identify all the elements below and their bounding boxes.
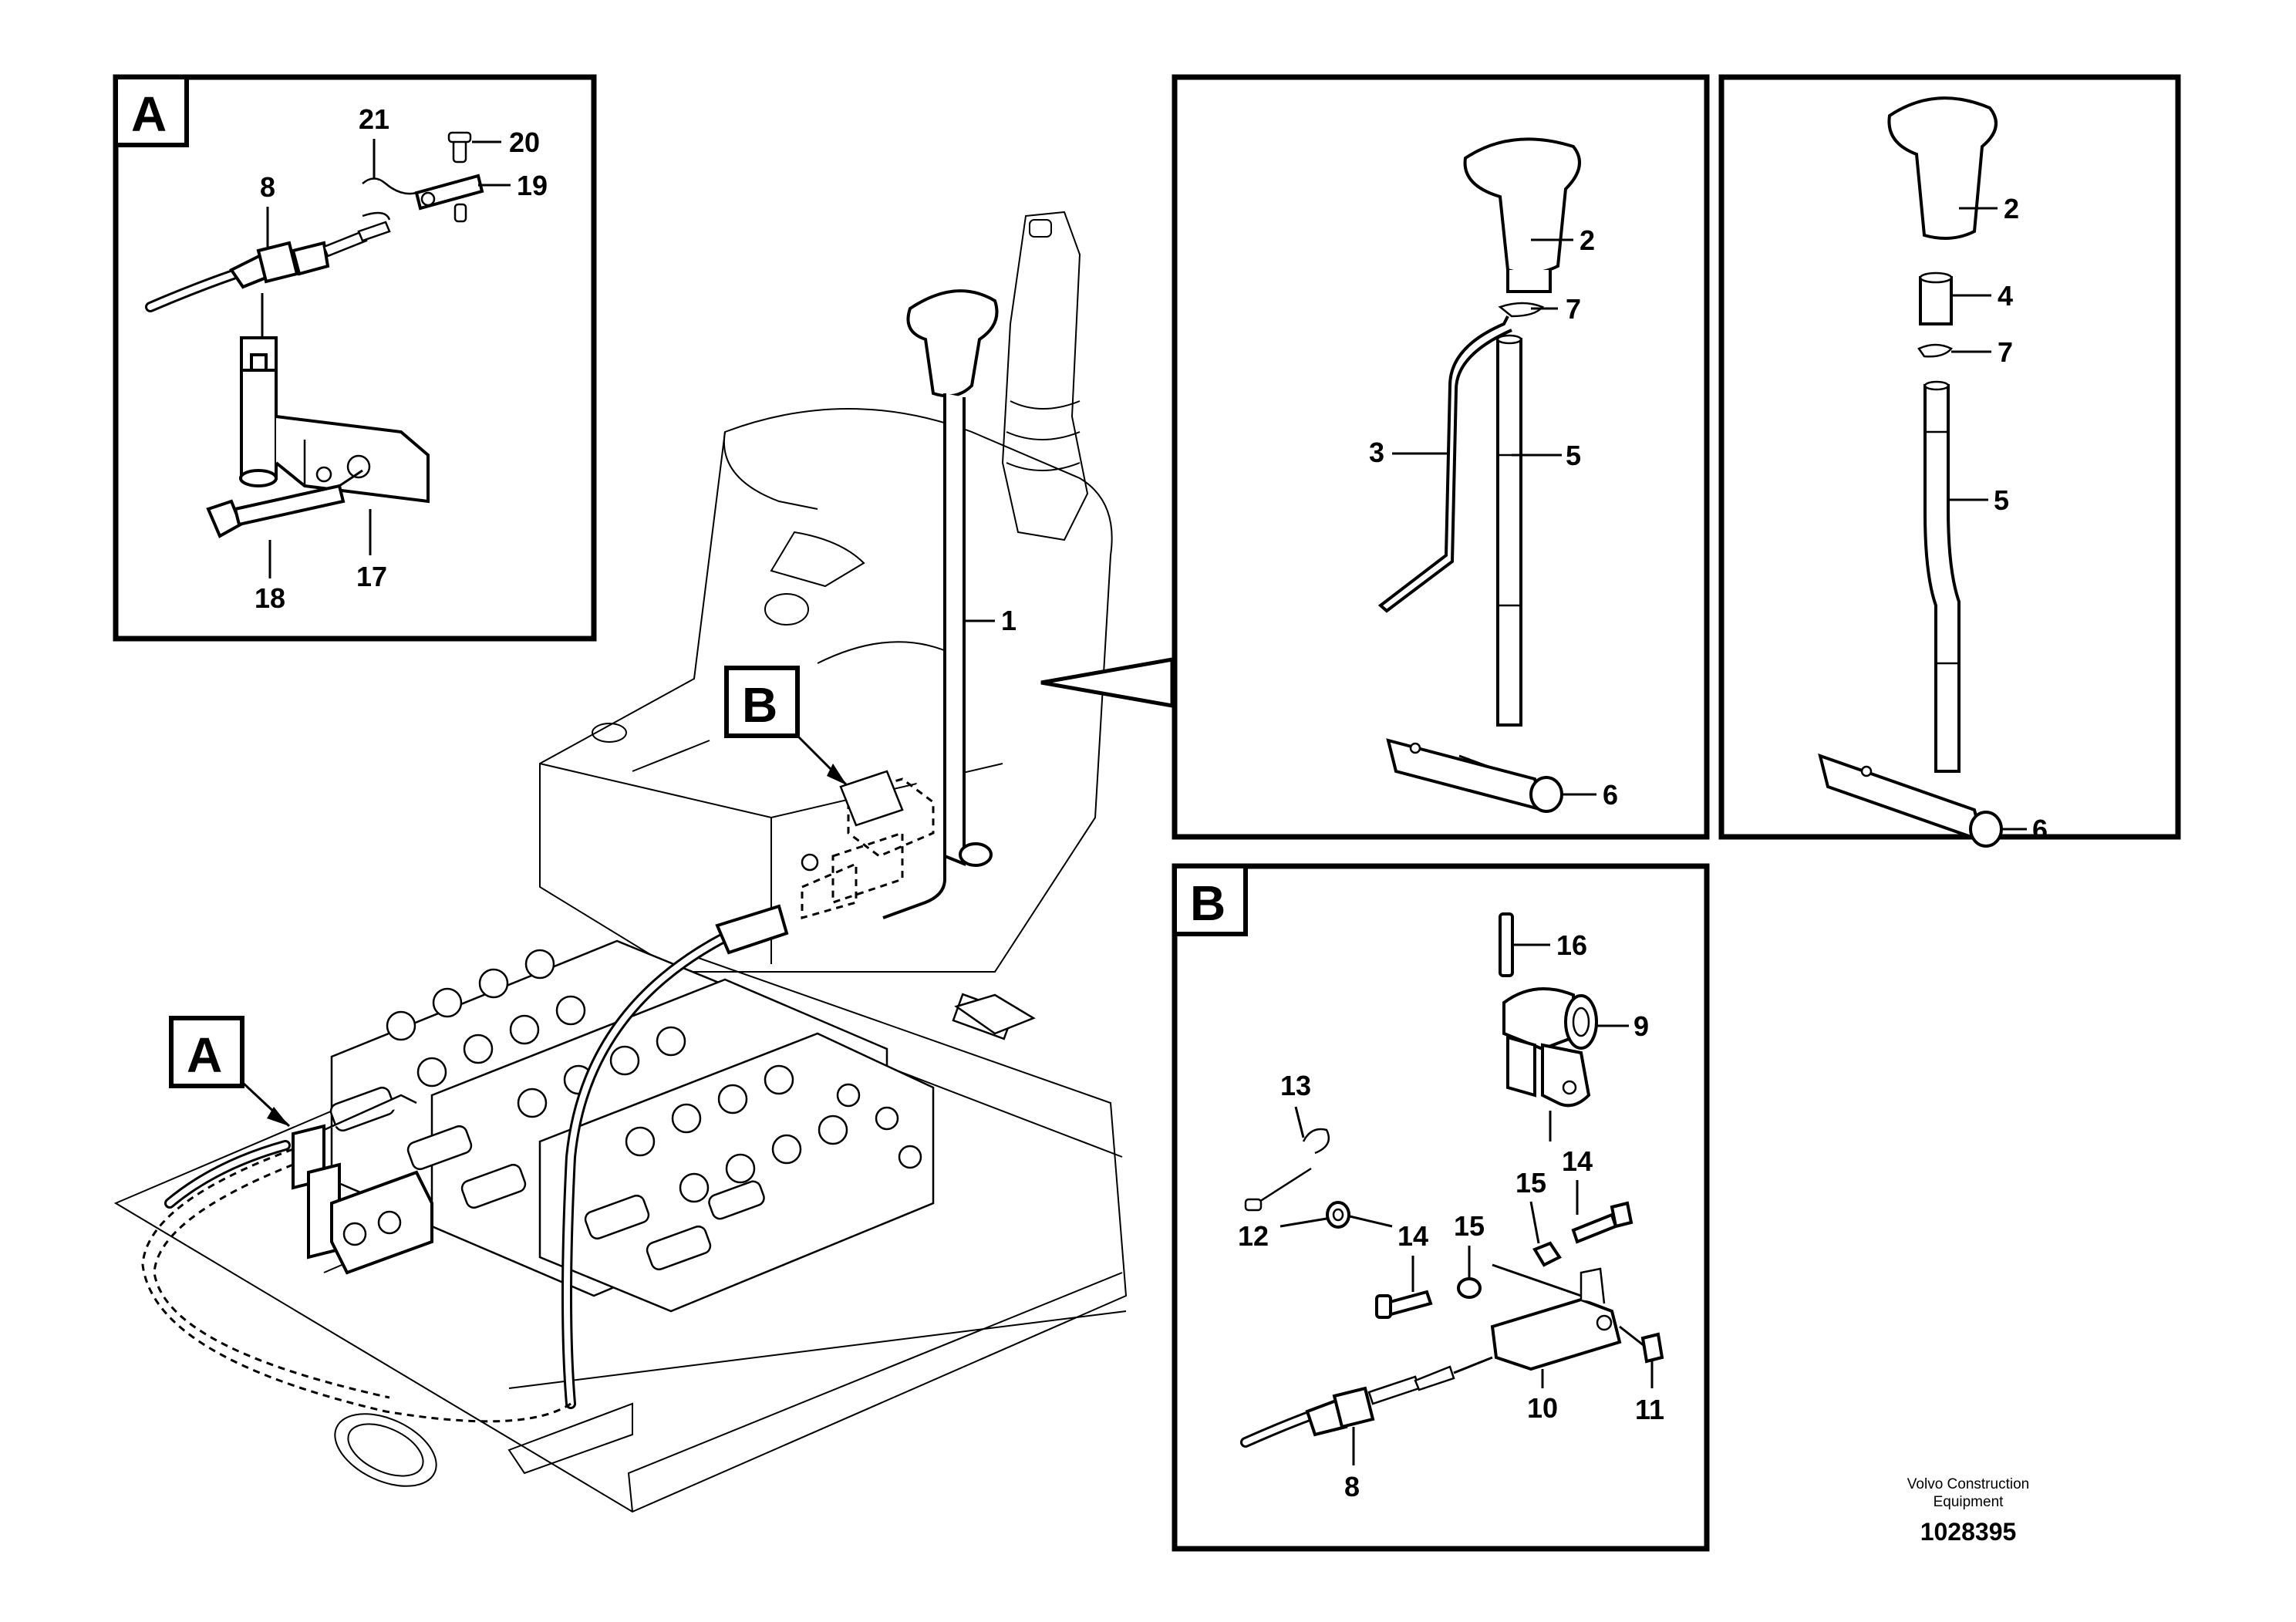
callout-b-13: 13 [1280,1070,1311,1138]
callout-lb-3-label: 3 [1369,437,1384,468]
callout-b-11-label: 11 [1635,1394,1664,1425]
callout-a-20-label: 20 [509,126,540,158]
callout-a-8: 8 [260,171,275,247]
detail-b-panel: B [1172,863,1710,1552]
callout-a-21: 21 [359,103,389,179]
main-pointers [230,731,848,1128]
callout-b-15b: 15 [1454,1210,1485,1279]
callout-ls-4-label: 4 [1998,280,2013,312]
callout-ls-2-label: 2 [2004,193,2019,224]
callout-b-14b-label: 14 [1397,1220,1428,1252]
callout-a-19: 19 [478,170,548,201]
callout-1: 1 [964,605,1017,636]
callout-lb-5: 5 [1512,440,1581,471]
callout-lb-3: 3 [1369,437,1448,468]
callout-ls-7: 7 [1951,336,2013,368]
control-valve-block [329,939,1015,1313]
callout-b-8-label: 8 [1344,1471,1360,1502]
main-bracket-a [292,1094,433,1275]
callout-lb-7-label: 7 [1566,293,1581,325]
callout-b-14a: 14 [1562,1145,1593,1215]
callout-1-label: 1 [1001,605,1017,636]
callout-b-16: 16 [1512,929,1587,961]
document-number: 1028395 [1920,1518,2017,1546]
callout-b-13-label: 13 [1280,1070,1311,1101]
detail-a-panel: A 8 21 [113,74,597,642]
callout-b-14a-label: 14 [1562,1145,1593,1177]
callout-b-10-label: 10 [1527,1392,1558,1424]
callout-lb-2-label: 2 [1580,224,1595,256]
main-tag-a: A [169,1016,244,1088]
callout-ls-5-label: 5 [1994,484,2009,516]
callout-a-17-label: 17 [356,561,387,592]
callout-b-15a-label: 15 [1515,1167,1546,1199]
callout-b-12-label: 12 [1238,1220,1269,1252]
callout-a-8-label: 8 [260,171,275,203]
callout-b-15a: 15 [1515,1167,1546,1244]
callout-b-9-label: 9 [1633,1010,1649,1042]
callout-b-12: 12 [1238,1220,1269,1252]
callout-a-18-label: 18 [255,582,285,614]
control-cable [141,904,789,1423]
callout-b-9: 9 [1596,1010,1649,1042]
callout-ls-7-label: 7 [1998,336,2013,368]
callout-lb-7: 7 [1531,293,1581,325]
callout-b-16-label: 16 [1556,929,1587,961]
callout-ls-5: 5 [1948,484,2009,516]
callout-a-21-label: 21 [359,103,389,135]
callout-b-10: 10 [1527,1369,1558,1424]
callout-ls-6: 6 [2001,814,2048,845]
detail-b-tag: B [1190,875,1226,931]
maker-line-1: Volvo Construction [1907,1476,2029,1492]
callout-b-11: 11 [1635,1361,1664,1425]
main-assembly-illustration [113,211,1128,1513]
callout-a-19-label: 19 [517,170,548,201]
main-tag-b-label: B [742,677,777,733]
callout-lb-6-label: 6 [1603,779,1618,811]
callout-a-18: 18 [255,540,285,614]
main-tag-b: B [724,666,800,738]
callout-lb-5-label: 5 [1566,440,1581,471]
callout-b-15b-label: 15 [1454,1210,1485,1242]
main-lever [801,289,999,919]
callout-b-14b: 14 [1397,1220,1428,1292]
callout-ls-6-label: 6 [2032,814,2048,845]
maker-line-2: Equipment [1934,1494,2004,1510]
lever-straight-panel: 2 4 7 5 6 [1718,74,2181,848]
callout-lb-2: 2 [1531,224,1595,256]
callout-ls-2: 2 [1959,193,2019,224]
footer: Volvo Construction Equipment 1028395 [1907,1476,2029,1546]
callout-a-20: 20 [472,126,540,158]
main-tag-a-label: A [187,1027,222,1083]
callout-lb-6: 6 [1562,779,1618,811]
detail-pointer-wedge [1040,657,1175,708]
callout-a-17: 17 [356,509,387,592]
lever-bent-panel: 2 7 3 5 6 [1172,74,1710,840]
callout-b-8: 8 [1344,1427,1360,1502]
callout-ls-4: 4 [1951,280,2013,312]
detail-a-tag: A [131,86,167,142]
